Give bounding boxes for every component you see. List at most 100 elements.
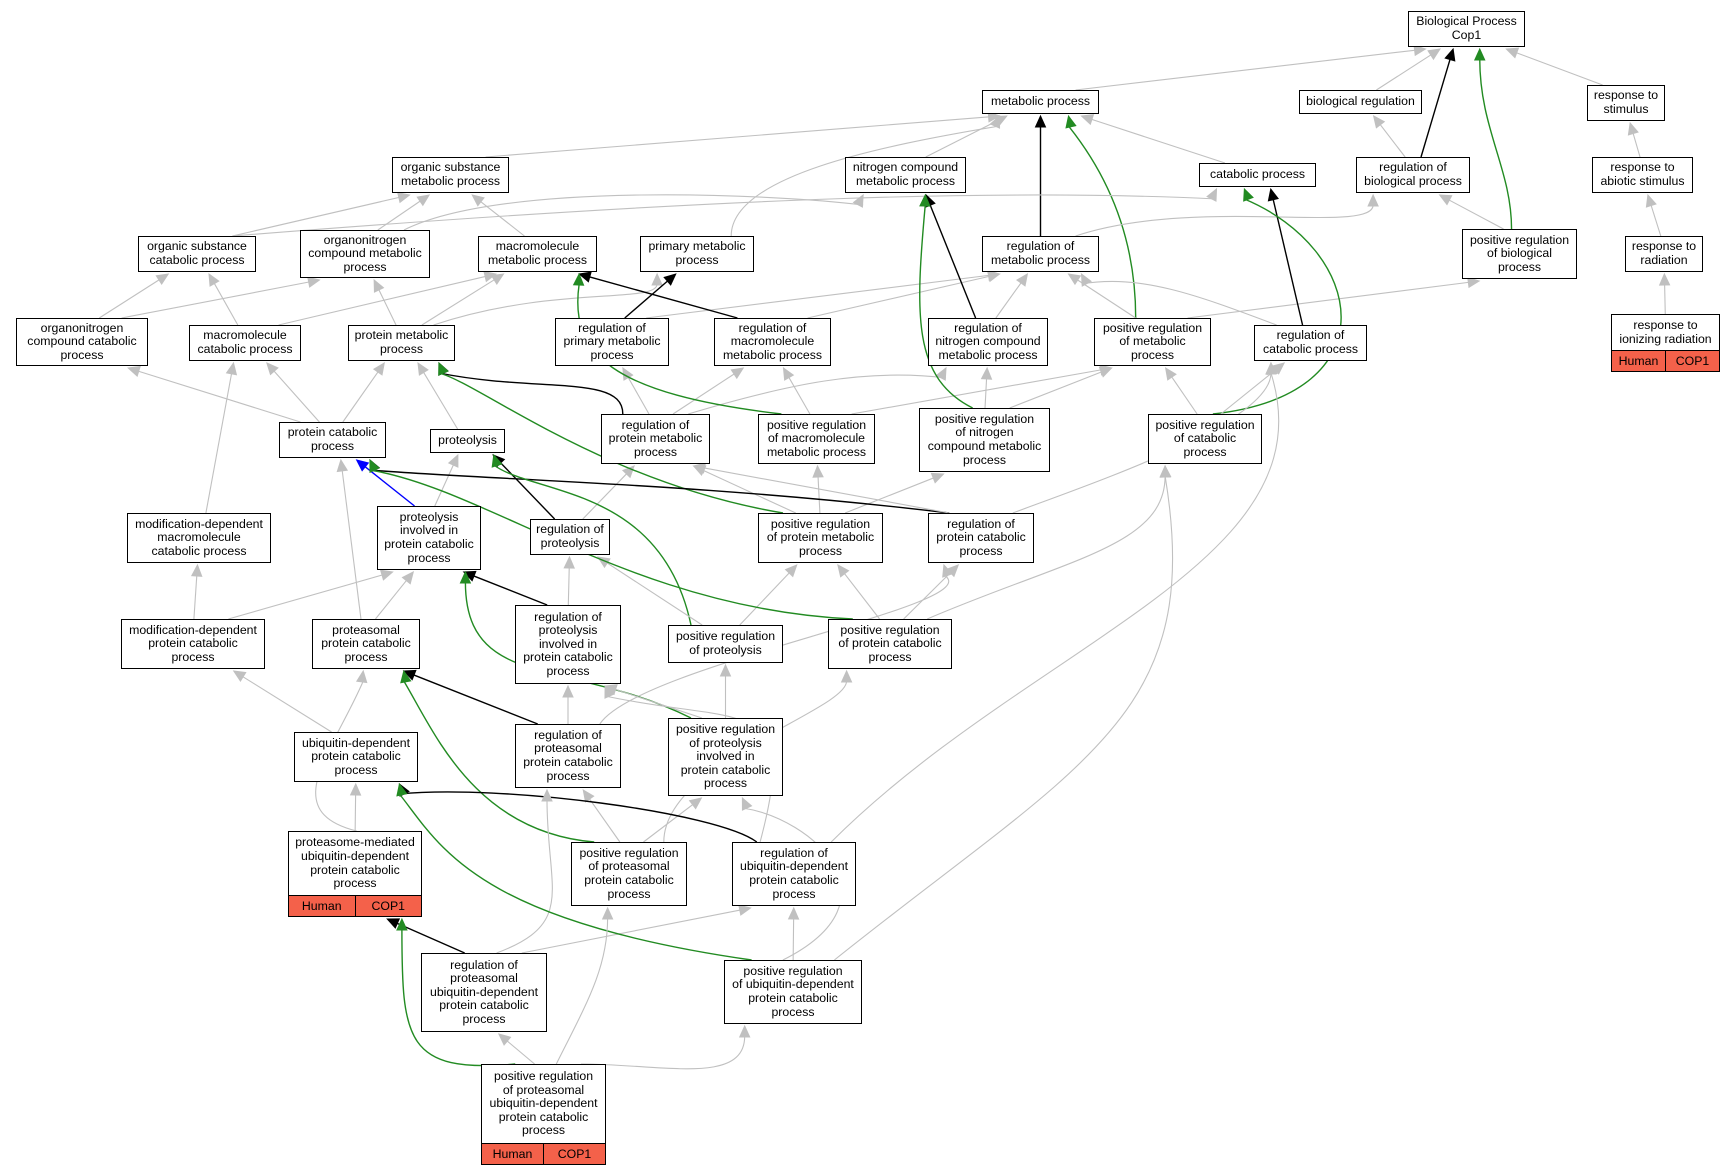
node-regulation-of-proteasomal-ubiquitin-dependent-protein-catabolic-process[interactable]: regulation of proteasomal ubiquitin-depe… bbox=[421, 953, 547, 1032]
node-nitrogen-compound-metabolic-process[interactable]: nitrogen compound metabolic process bbox=[845, 157, 966, 193]
node-regulation-of-proteolysis[interactable]: regulation of proteolysis bbox=[530, 519, 610, 555]
node-regulation-of-protein-metabolic-process[interactable]: regulation of protein metabolic process bbox=[601, 414, 710, 464]
edge-arrowhead bbox=[349, 782, 362, 796]
node-organonitrogen-compound-catabolic-process[interactable]: organonitrogen compound catabolic proces… bbox=[16, 318, 148, 366]
edge-line bbox=[364, 465, 415, 507]
node-label: positive regulation of macromolecule met… bbox=[766, 417, 867, 459]
edge-arrowhead bbox=[1164, 367, 1177, 381]
node-response-to-radiation[interactable]: response to radiation bbox=[1625, 236, 1703, 272]
node-positive-regulation-of-ubiquitin-dependent-protein-catabolic-process[interactable]: positive regulation of ubiquitin-depende… bbox=[724, 960, 862, 1024]
edge-line bbox=[479, 200, 525, 237]
edge-arrowhead bbox=[483, 271, 498, 283]
node-biological-process-root[interactable]: Biological Process Cop1 bbox=[1408, 11, 1525, 47]
node-label: organic substance metabolic process bbox=[400, 160, 501, 188]
node-response-to-abiotic-stimulus[interactable]: response to abiotic stimulus bbox=[1592, 157, 1693, 193]
node-regulation-of-primary-metabolic-process[interactable]: regulation of primary metabolic process bbox=[555, 318, 669, 366]
node-positive-regulation-of-metabolic-process[interactable]: positive regulation of metabolic process bbox=[1094, 318, 1211, 366]
node-proteasome-mediated-ubiquitin-dependent-protein-catabolic-process[interactable]: proteasome-mediated ubiquitin-dependent … bbox=[288, 831, 422, 917]
edge-arrowhead bbox=[1098, 366, 1113, 378]
node-metabolic-process[interactable]: metabolic process bbox=[982, 90, 1099, 114]
node-positive-regulation-of-catabolic-process[interactable]: positive regulation of catabolic process bbox=[1148, 414, 1262, 464]
edge-regulates bbox=[1034, 114, 1047, 236]
node-positive-regulation-of-nitrogen-compound-metabolic-process[interactable]: positive regulation of nitrogen compound… bbox=[919, 408, 1050, 472]
node-label: organic substance catabolic process bbox=[147, 239, 247, 267]
node-regulation-of-macromolecule-metabolic-process[interactable]: regulation of macromolecule metabolic pr… bbox=[714, 318, 831, 366]
node-ubiquitin-dependent-protein-catabolic-process[interactable]: ubiquitin-dependent protein catabolic pr… bbox=[294, 732, 418, 782]
edge-arrowhead bbox=[1438, 194, 1453, 206]
edge-line bbox=[137, 370, 301, 423]
edge-positively-regulates bbox=[1473, 47, 1513, 230]
edge-is-a bbox=[485, 111, 1001, 158]
node-label: positive regulation of metabolic process bbox=[1102, 320, 1203, 362]
annotation-gene: COP1 bbox=[354, 896, 421, 916]
edge-line bbox=[843, 572, 881, 620]
node-proteasomal-protein-catabolic-process[interactable]: proteasomal protein catabolic process bbox=[312, 619, 420, 669]
node-positive-regulation-of-proteasomal-protein-catabolic-process[interactable]: positive regulation of proteasomal prote… bbox=[571, 842, 687, 906]
edge-arrowhead bbox=[688, 797, 703, 810]
edge-is-a bbox=[497, 1033, 535, 1065]
node-macromolecule-metabolic-process[interactable]: macromolecule metabolic process bbox=[478, 236, 597, 272]
node-protein-metabolic-process[interactable]: protein metabolic process bbox=[348, 325, 455, 361]
node-proteolysis-involved-in-protein-catabolic-process[interactable]: proteolysis involved in protein cataboli… bbox=[377, 506, 481, 570]
node-regulation-of-nitrogen-compound-metabolic-process[interactable]: regulation of nitrogen compound metaboli… bbox=[928, 318, 1048, 366]
edge-arrowhead bbox=[1034, 114, 1047, 128]
node-positive-regulation-of-proteolysis-involved-in-protein-catabolic-process[interactable]: positive regulation of proteolysis invol… bbox=[668, 718, 783, 796]
node-positive-regulation-of-proteasomal-ubiquitin-dependent-protein-catabolic-process[interactable]: positive regulation of proteasomal ubiqu… bbox=[481, 1064, 606, 1165]
edge-arrowhead bbox=[462, 570, 477, 582]
node-positive-regulation-of-protein-catabolic-process[interactable]: positive regulation of protein catabolic… bbox=[828, 619, 952, 669]
edge-is-a bbox=[580, 1024, 751, 1070]
edge-line bbox=[493, 464, 692, 626]
node-label: primary metabolic process bbox=[648, 239, 746, 267]
edge-is-a bbox=[555, 906, 614, 1065]
edge-line bbox=[378, 288, 397, 326]
node-organic-substance-metabolic-process[interactable]: organic substance metabolic process bbox=[392, 157, 509, 193]
node-macromolecule-catabolic-process[interactable]: macromolecule catabolic process bbox=[189, 325, 301, 361]
edge-is-a bbox=[1187, 276, 1481, 319]
node-regulation-of-proteolysis-involved-in-protein-catabolic-process[interactable]: regulation of proteolysis involved in pr… bbox=[515, 605, 621, 684]
edge-is-a bbox=[643, 797, 703, 843]
edge-line bbox=[341, 469, 362, 620]
node-organonitrogen-compound-metabolic-process[interactable]: organonitrogen compound metabolic proces… bbox=[300, 230, 430, 278]
node-primary-metabolic-process[interactable]: primary metabolic process bbox=[640, 236, 754, 272]
edge-is-a bbox=[582, 789, 621, 843]
edge-regulates bbox=[624, 273, 677, 319]
edge-arrowhead bbox=[266, 362, 279, 376]
node-modification-dependent-protein-catabolic-process[interactable]: modification-dependent protein catabolic… bbox=[121, 619, 265, 669]
edge-arrowhead bbox=[563, 555, 575, 569]
node-label: regulation of macromolecule metabolic pr… bbox=[722, 320, 823, 362]
node-regulation-of-proteasomal-protein-catabolic-process[interactable]: regulation of proteasomal protein catabo… bbox=[515, 724, 621, 788]
edge-line bbox=[555, 917, 609, 1065]
edge-arrowhead bbox=[1467, 276, 1481, 289]
node-regulation-of-biological-process[interactable]: regulation of biological process bbox=[1356, 157, 1470, 193]
edge-line bbox=[121, 281, 310, 319]
edge-arrowhead bbox=[741, 796, 753, 811]
node-label: organonitrogen compound metabolic proces… bbox=[308, 232, 422, 274]
edge-positively-regulates bbox=[1212, 187, 1342, 415]
node-positive-regulation-of-proteolysis[interactable]: positive regulation of proteolysis bbox=[668, 625, 783, 663]
edge-line bbox=[1448, 199, 1504, 230]
node-regulation-of-ubiquitin-dependent-protein-catabolic-process[interactable]: regulation of ubiquitin-dependent protei… bbox=[732, 842, 856, 906]
edge-arrowhead bbox=[372, 362, 385, 376]
node-positive-regulation-of-macromolecule-metabolic-process[interactable]: positive regulation of macromolecule met… bbox=[758, 414, 875, 464]
edge-line bbox=[582, 472, 628, 520]
edge-regulates bbox=[462, 570, 548, 606]
node-regulation-of-catabolic-process[interactable]: regulation of catabolic process bbox=[1254, 325, 1367, 361]
edge-arrowhead bbox=[490, 273, 505, 285]
node-positive-regulation-of-biological-process[interactable]: positive regulation of biological proces… bbox=[1462, 229, 1577, 279]
edge-line bbox=[606, 562, 703, 626]
node-modification-dependent-macromolecule-catabolic-process[interactable]: modification-dependent macromolecule cat… bbox=[127, 513, 271, 563]
node-label: response to abiotic stimulus bbox=[1600, 160, 1685, 188]
node-proteolysis[interactable]: proteolysis bbox=[430, 429, 505, 453]
node-catabolic-process[interactable]: catabolic process bbox=[1199, 163, 1316, 187]
node-protein-catabolic-process[interactable]: protein catabolic process bbox=[279, 422, 386, 458]
node-response-to-stimulus[interactable]: response to stimulus bbox=[1587, 85, 1665, 121]
node-regulation-of-metabolic-process[interactable]: regulation of metabolic process bbox=[982, 236, 1099, 272]
node-organic-substance-catabolic-process[interactable]: organic substance catabolic process bbox=[138, 236, 256, 272]
node-positive-regulation-of-protein-metabolic-process[interactable]: positive regulation of protein metabolic… bbox=[758, 513, 883, 563]
edge-arrowhead bbox=[601, 906, 614, 920]
edge-line bbox=[472, 575, 548, 606]
node-regulation-of-protein-catabolic-process[interactable]: regulation of protein catabolic process bbox=[928, 513, 1034, 563]
node-biological-regulation[interactable]: biological regulation bbox=[1299, 90, 1422, 114]
